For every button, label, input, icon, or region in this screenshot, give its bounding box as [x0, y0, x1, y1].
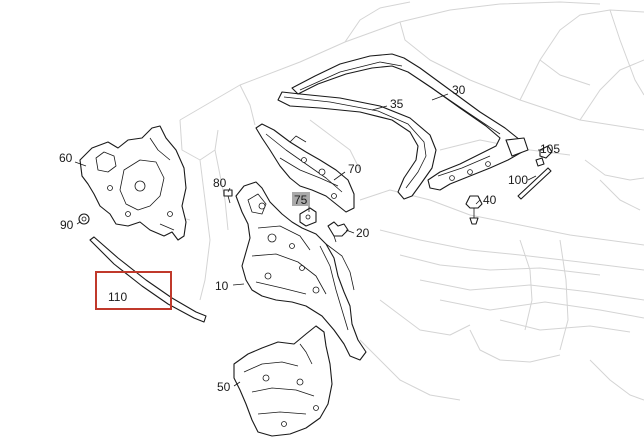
part-75-bracket — [299, 207, 317, 227]
callout-110-highlight-box — [95, 271, 172, 310]
callout-60: 60 — [59, 151, 73, 165]
callout-35: 35 — [390, 97, 404, 111]
part-105-clip — [535, 145, 553, 167]
callout-50: 50 — [217, 380, 231, 394]
callout-40: 40 — [483, 193, 497, 207]
part-30-frame — [291, 53, 529, 191]
callout-100: 100 — [508, 173, 528, 187]
part-80-bolt — [223, 189, 233, 204]
part-90-washer — [78, 213, 90, 225]
callout-labels: 30 35 60 70 75 80 90 100 105 40 20 10 11… — [59, 83, 560, 394]
part-10-side-panel — [235, 181, 367, 361]
part-70-upper-pillar — [255, 123, 355, 213]
callout-105: 105 — [540, 142, 560, 156]
callout-90: 90 — [60, 218, 74, 232]
callout-110: 110 — [108, 290, 127, 304]
callout-10: 10 — [215, 279, 229, 293]
callout-75-highlight — [292, 192, 310, 206]
leader-lines — [74, 93, 544, 387]
part-100-rod — [517, 167, 552, 200]
part-35-upper-rail — [277, 91, 437, 200]
callout-70: 70 — [348, 162, 362, 176]
part-20-clip — [327, 221, 349, 243]
callout-80: 80 — [213, 176, 227, 190]
callout-75: 75 — [294, 193, 308, 207]
callout-30: 30 — [452, 83, 466, 97]
part-40-fastener — [465, 195, 483, 225]
part-110-seal-strip — [89, 236, 207, 323]
callout-20: 20 — [356, 226, 370, 240]
part-60-bracket-panel — [79, 125, 187, 241]
part-50-lower-bracket — [233, 325, 333, 437]
